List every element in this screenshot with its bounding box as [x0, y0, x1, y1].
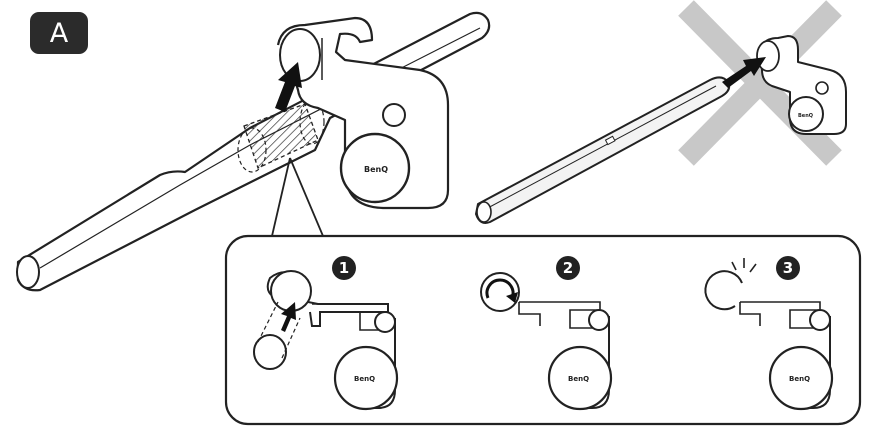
- steps-detail-box: [226, 236, 860, 424]
- brand-logo-step-2: BenQ: [568, 375, 589, 383]
- step-3-number: 3: [776, 256, 800, 280]
- step-1-number: 1: [332, 256, 356, 280]
- brand-logo-right: BenQ: [798, 113, 813, 119]
- brand-logo-left: BenQ: [364, 165, 388, 174]
- brand-logo-step-1: BenQ: [354, 375, 375, 383]
- brand-logo-step-3: BenQ: [789, 375, 810, 383]
- step-2-number: 2: [556, 256, 580, 280]
- zoom-leader-lines: [272, 158, 323, 236]
